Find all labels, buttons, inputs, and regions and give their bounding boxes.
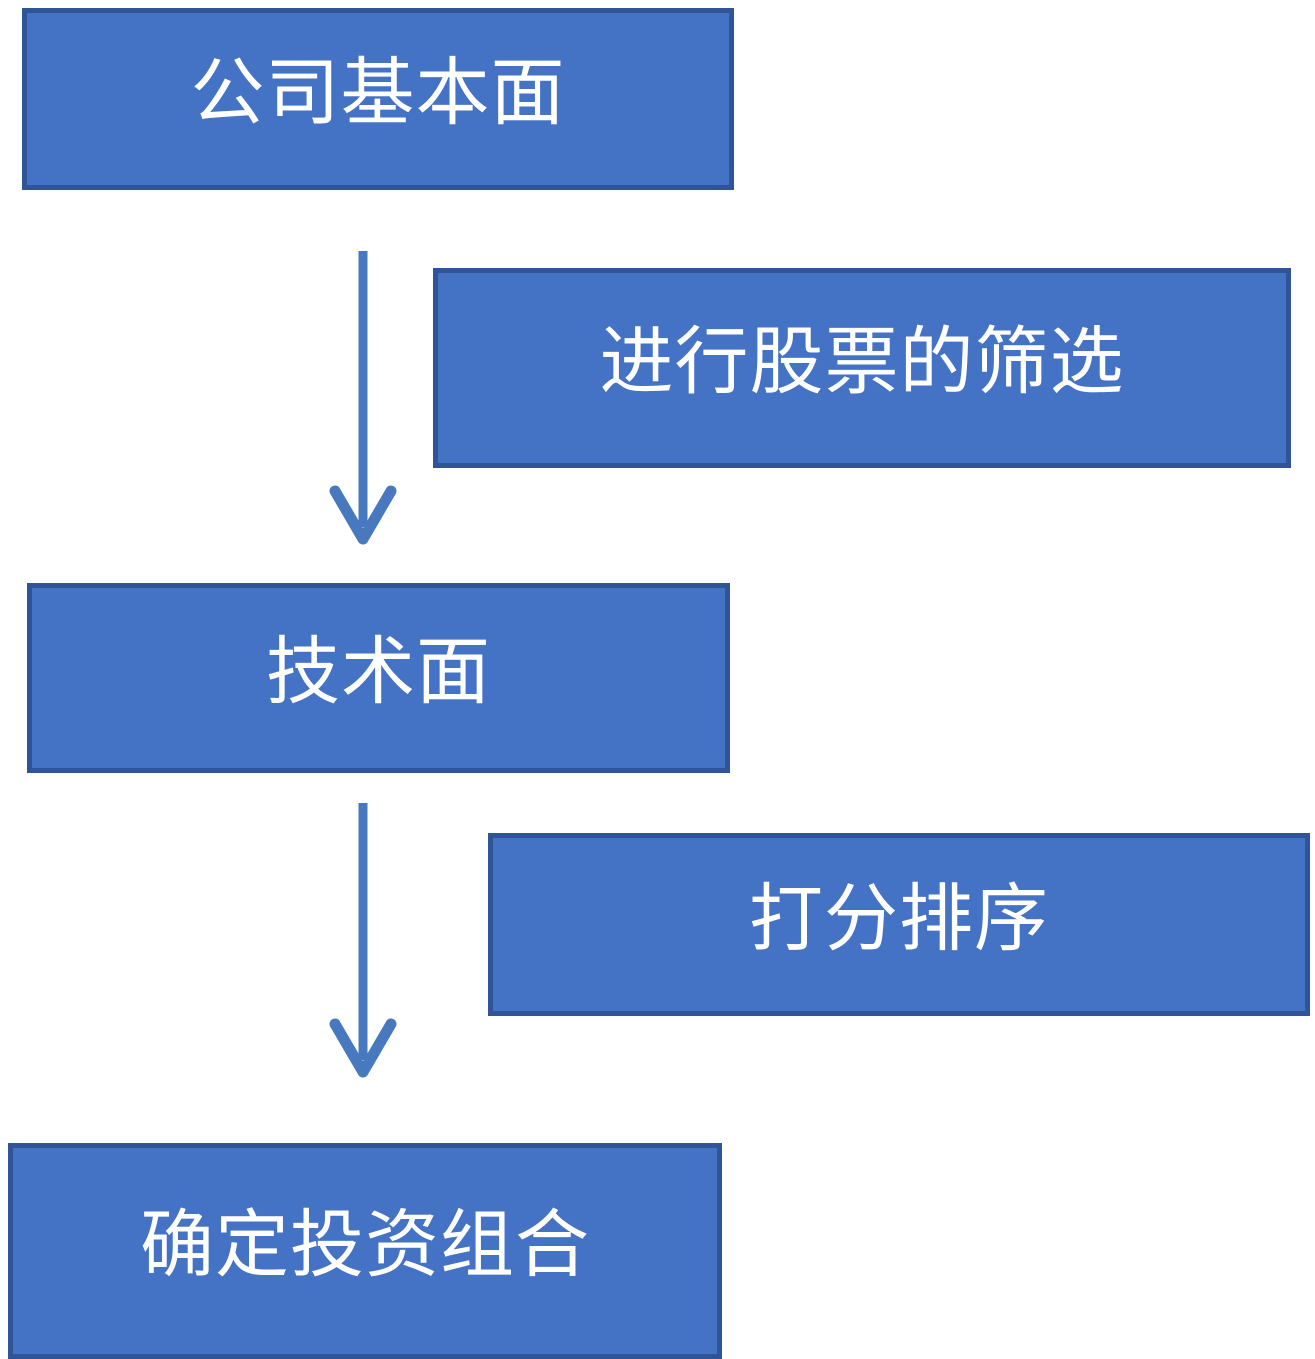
flow-box-label: 确定投资组合 <box>140 1205 590 1287</box>
flow-box-label: 进行股票的筛选 <box>599 322 1125 404</box>
down-arrow-icon <box>329 803 397 1078</box>
flow-box-label: 技术面 <box>266 632 491 714</box>
flow-box-technical-analysis: 技术面 <box>27 583 730 773</box>
flow-box-portfolio-determination: 确定投资组合 <box>8 1143 722 1359</box>
down-arrow-icon <box>329 251 397 545</box>
flow-box-label: 公司基本面 <box>190 53 566 135</box>
flow-box-stock-screening: 进行股票的筛选 <box>433 268 1291 468</box>
flow-box-scoring-ranking: 打分排序 <box>488 833 1310 1016</box>
flow-box-company-fundamentals: 公司基本面 <box>22 8 734 190</box>
flow-box-label: 打分排序 <box>749 878 1049 961</box>
